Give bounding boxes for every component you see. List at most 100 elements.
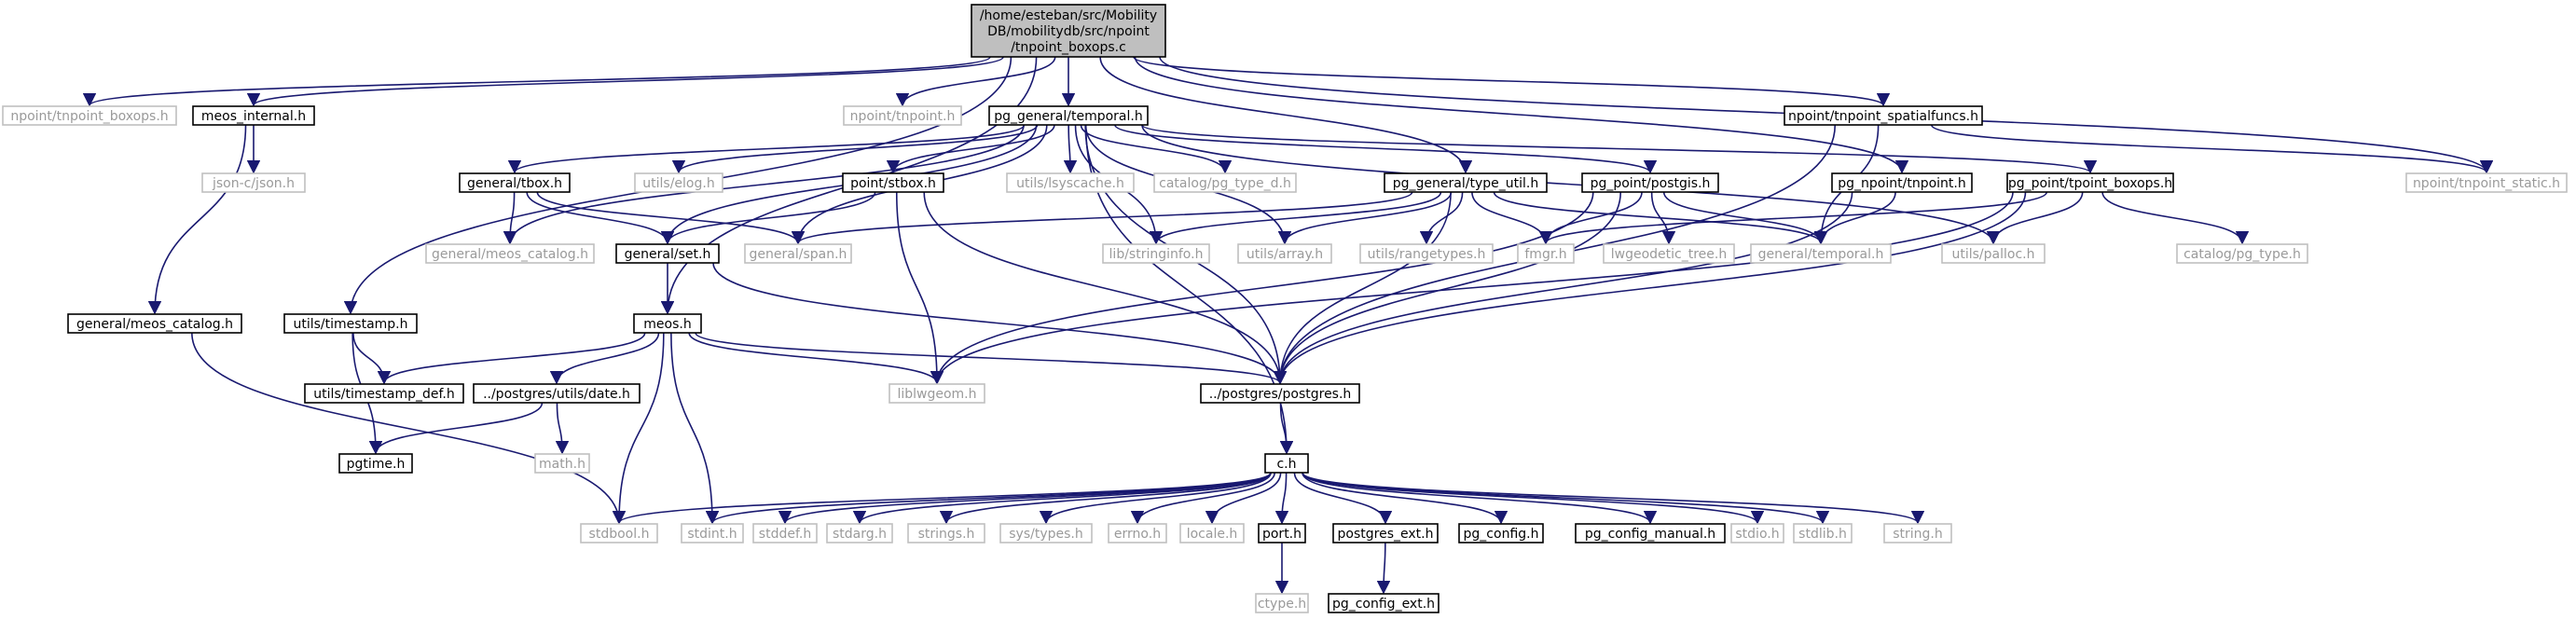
node-pg-type-util[interactable]: pg_general/type_util.h — [1384, 172, 1548, 193]
node-label: stdlib.h — [1798, 527, 1847, 542]
node-pg-temporal[interactable]: pg_general/temporal.h — [988, 105, 1149, 126]
node-pg-config[interactable]: pg_config.h — [1458, 523, 1544, 543]
node-postgres-ext[interactable]: postgres_ext.h — [1332, 523, 1439, 543]
edge-pg_point_tpoint_boxops-to-liblwgeom — [930, 191, 2014, 385]
node-box — [1793, 523, 1853, 543]
node-general-meos-catalog[interactable]: general/meos_catalog.h — [425, 243, 595, 264]
node-label: npoint/tnpoint_spatialfuncs.h — [1788, 109, 1978, 124]
node-pgtime[interactable]: pgtime.h — [338, 453, 413, 474]
node-meos-internal[interactable]: meos_internal.h — [192, 105, 315, 126]
node-label: utils/palloc.h — [1952, 247, 2035, 262]
node-fmgr[interactable]: fmgr.h — [1517, 243, 1575, 264]
node-label: utils/array.h — [1247, 247, 1323, 262]
node-box — [1332, 523, 1439, 543]
node-label: fmgr.h — [1524, 247, 1566, 262]
node-pg-npoint-tnpoint[interactable]: pg_npoint/tnpoint.h — [1831, 172, 1973, 193]
node-general-temporal[interactable]: general/temporal.h — [1750, 243, 1892, 264]
node-utils-palloc[interactable]: utils/palloc.h — [1941, 243, 2046, 264]
node-box — [192, 105, 315, 126]
node-label: strings.h — [918, 527, 975, 542]
node-utils-array[interactable]: utils/array.h — [1237, 243, 1332, 264]
node-label: pg_config.h — [1464, 527, 1539, 542]
node-sys-types[interactable]: sys/types.h — [999, 523, 1093, 543]
edge-c_h-to-postgres_ext — [1293, 472, 1393, 525]
edge-pg_temporal-to-general_tbox — [508, 124, 1026, 174]
node-npoint-tnpoint-boxops[interactable]: npoint/tnpoint_boxops.h — [2, 105, 177, 126]
edge-point_stbox-to-postgres_postgres — [923, 191, 1288, 385]
node-box — [1831, 172, 1973, 193]
node-stdarg[interactable]: stdarg.h — [826, 523, 893, 543]
node-utils-lsyscache[interactable]: utils/lsyscache.h — [1006, 172, 1135, 193]
node-general-tbox[interactable]: general/tbox.h — [459, 172, 571, 193]
node-label: liblwgeom.h — [897, 387, 976, 402]
node-catalog-pg-type[interactable]: catalog/pg_type.h — [2176, 243, 2308, 264]
node-meos-catalog-l[interactable]: general/meos_catalog.h — [67, 313, 242, 334]
node-box — [1108, 523, 1167, 543]
edge-layer — [83, 56, 2493, 595]
node-box — [1179, 523, 1245, 543]
node-label: locale.h — [1187, 527, 1238, 542]
node-stdint[interactable]: stdint.h — [681, 523, 744, 543]
node-box — [634, 172, 723, 193]
node-math[interactable]: math.h — [534, 453, 590, 474]
node-ctype[interactable]: ctype.h — [1255, 593, 1309, 613]
node-point-stbox[interactable]: point/stbox.h — [842, 172, 944, 193]
node-strings[interactable]: strings.h — [907, 523, 985, 543]
node-json[interactable]: json-c/json.h — [201, 172, 306, 193]
node-box — [1153, 172, 1297, 193]
node-layer: /home/esteban/src/MobilityDB/mobilitydb/… — [2, 4, 2568, 613]
node-lib-stringinfo[interactable]: lib/stringinfo.h — [1102, 243, 1210, 264]
node-utils-rangetypes[interactable]: utils/rangetypes.h — [1359, 243, 1494, 264]
node-npoint-static[interactable]: npoint/tnpoint_static.h — [2405, 172, 2568, 193]
node-port[interactable]: port.h — [1258, 523, 1306, 543]
node-npoint-tnpoint[interactable]: npoint/tnpoint.h — [843, 105, 962, 126]
edge-pg_point_postgis-to-liblwgeom — [930, 191, 1594, 385]
node-box — [283, 313, 418, 334]
node-box — [1264, 453, 1309, 474]
node-label: lwgeodetic_tree.h — [1611, 247, 1727, 262]
edge-pg_point_tpoint_boxops-to-catalog_pg_type — [2101, 191, 2250, 245]
edge-postgres_ext-to-pg_config_ext — [1376, 542, 1391, 595]
edge-npoint_spatialfuncs-to-npoint_static — [1930, 124, 2493, 174]
node-meos[interactable]: meos.h — [633, 313, 702, 334]
node-liblwgeom[interactable]: liblwgeom.h — [889, 383, 985, 404]
node-pg-point-postgis[interactable]: pg_point/postgis.h — [1581, 172, 1719, 193]
node-c-h[interactable]: c.h — [1264, 453, 1309, 474]
node-postgres-date[interactable]: ../postgres/utils/date.h — [473, 383, 641, 404]
edge-meos-to-stdbool — [612, 332, 665, 525]
node-box — [2176, 243, 2308, 264]
node-stdbool[interactable]: stdbool.h — [580, 523, 658, 543]
edge-pg_type_util-to-utils_array — [1277, 191, 1453, 245]
node-general-set[interactable]: general/set.h — [615, 243, 720, 264]
node-box — [752, 523, 818, 543]
node-pg-point-tpoint-boxops[interactable]: pg_point/tpoint_boxops.h — [2006, 172, 2174, 193]
edge-c_h-to-string — [1302, 472, 1924, 525]
node-box — [971, 4, 1166, 58]
node-general-span[interactable]: general/span.h — [744, 243, 852, 264]
node-locale[interactable]: locale.h — [1179, 523, 1245, 543]
node-utils-elog[interactable]: utils/elog.h — [634, 172, 723, 193]
node-pg-config-manual[interactable]: pg_config_manual.h — [1575, 523, 1726, 543]
node-catalog-pg-type-d[interactable]: catalog/pg_type_d.h — [1153, 172, 1297, 193]
node-label: point/stbox.h — [850, 176, 936, 191]
node-utils-timestamp-def[interactable]: utils/timestamp_def.h — [304, 383, 464, 404]
node-stddef[interactable]: stddef.h — [752, 523, 818, 543]
node-box — [681, 523, 744, 543]
node-stdio[interactable]: stdio.h — [1730, 523, 1784, 543]
node-root[interactable]: /home/esteban/src/MobilityDB/mobilitydb/… — [971, 4, 1166, 58]
node-pg-config-ext[interactable]: pg_config_ext.h — [1328, 593, 1440, 613]
node-box — [633, 313, 702, 334]
node-label: DB/mobilitydb/src/npoint — [987, 24, 1150, 39]
node-errno[interactable]: errno.h — [1108, 523, 1167, 543]
node-lwgeodetic[interactable]: lwgeodetic_tree.h — [1603, 243, 1735, 264]
node-string[interactable]: string.h — [1883, 523, 1952, 543]
node-postgres-postgres[interactable]: ../postgres/postgres.h — [1200, 383, 1360, 404]
node-utils-timestamp[interactable]: utils/timestamp.h — [283, 313, 418, 334]
node-label: c.h — [1276, 457, 1296, 472]
node-stdlib[interactable]: stdlib.h — [1793, 523, 1853, 543]
node-box — [843, 105, 962, 126]
node-box — [1883, 523, 1952, 543]
edge-pg_point_tpoint_boxops-to-utils_palloc — [1986, 191, 2084, 245]
node-npoint-spatialfuncs[interactable]: npoint/tnpoint_spatialfuncs.h — [1784, 105, 1983, 126]
